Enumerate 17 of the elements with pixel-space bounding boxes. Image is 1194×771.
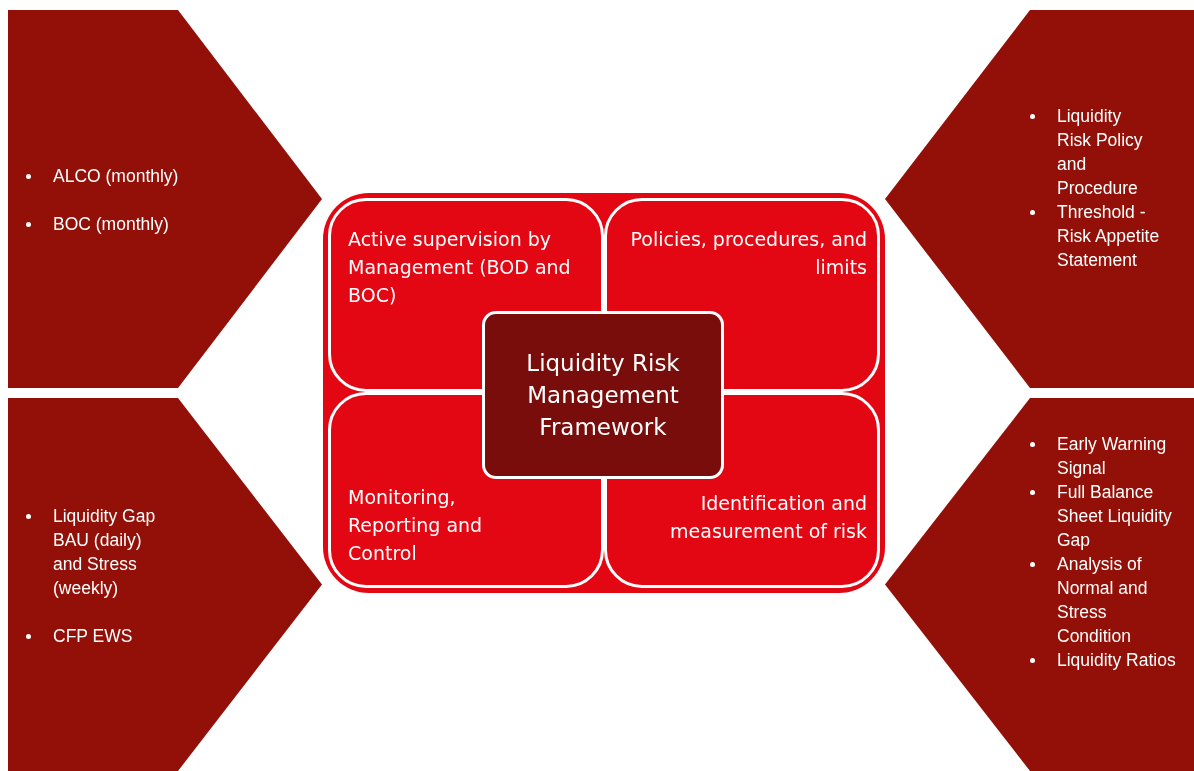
center-title: Liquidity Risk Management Framework [525, 349, 681, 442]
center-box [482, 311, 724, 479]
list-item-text: Early Warning Signal [1057, 433, 1168, 480]
quadrant-text: Policies, procedures, and limits [629, 227, 867, 280]
list-item-text: Analysis of Normal and Stress Condition [1057, 553, 1149, 648]
list-item-text: Liquidity Ratios [1057, 649, 1176, 672]
list-item-text: Liquidity Risk Policy and Procedure [1057, 105, 1144, 200]
quadrant-text: Active supervision by Management (BOD and BOC) [348, 227, 572, 308]
quadrant-text: Monitoring, Reporting and Control [348, 485, 484, 566]
list-item-text: Full Balance Sheet Liquidity Gap [1057, 481, 1173, 552]
list-item-text: BOC (monthly) [53, 213, 169, 236]
list-item-text: CFP EWS [53, 625, 133, 648]
quadrant-text: Identification and measurement of risk [669, 491, 867, 544]
list-item-text: ALCO (monthly) [53, 165, 179, 188]
list-item-text: Liquidity Gap BAU (daily) and Stress (weekly) [53, 505, 157, 600]
framework-panel [323, 193, 885, 593]
list-item-text: Threshold - Risk Appetite Statement [1057, 201, 1160, 272]
